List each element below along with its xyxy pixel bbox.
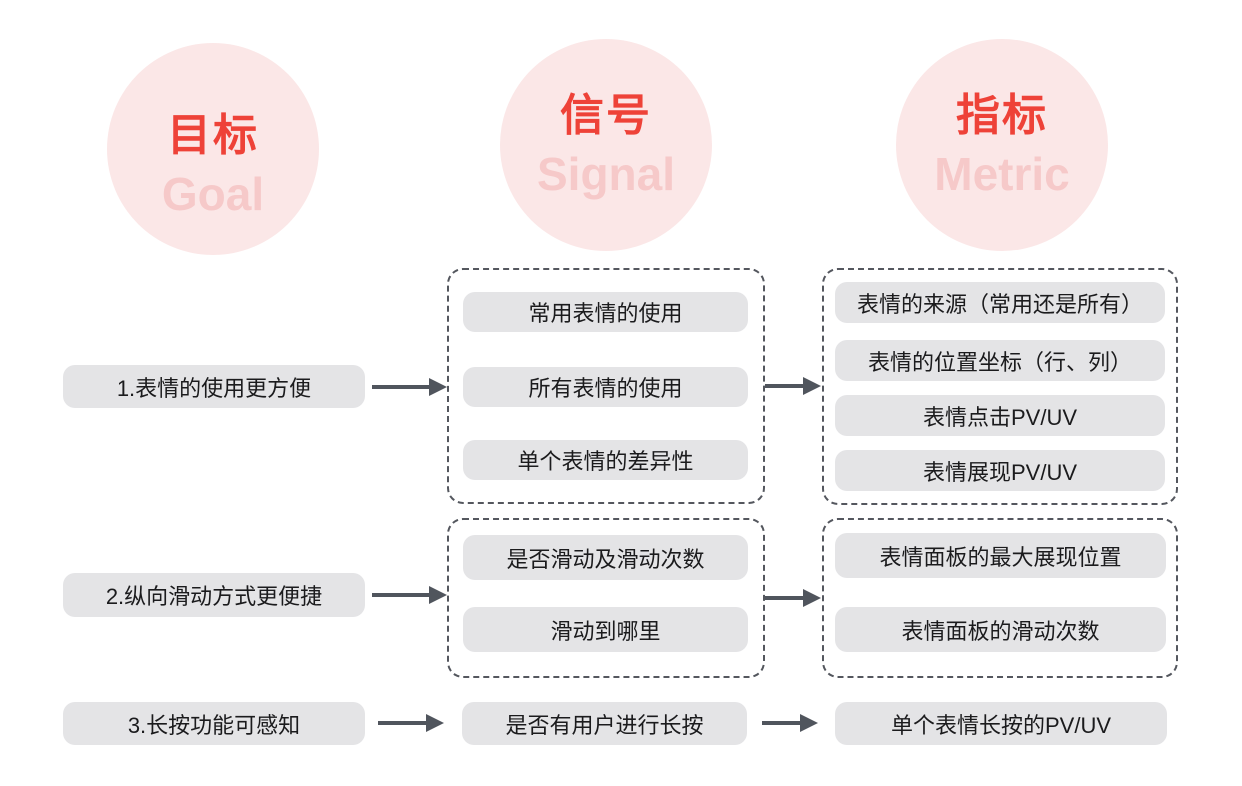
arrow-head — [426, 714, 444, 732]
arrow-icon-goal3-to-signal3 — [378, 713, 444, 733]
goal-column-title: 目标 — [167, 111, 259, 160]
arrow-head — [429, 586, 447, 604]
metric-column-title: 指标 — [956, 91, 1048, 140]
arrow-shaft — [372, 385, 429, 389]
metric-group-2 — [822, 518, 1178, 678]
signal-pill: 所有表情的使用 — [463, 367, 748, 407]
arrow-shaft — [378, 721, 426, 725]
arrow-icon-signal1-to-metric1 — [765, 376, 821, 396]
arrow-head — [803, 589, 821, 607]
signal-column-subtitle: Signal — [536, 147, 676, 200]
metric-pill: 表情点击PV/UV — [835, 395, 1165, 436]
column-header-goal: 目标 Goal — [107, 43, 319, 255]
signal-group-1 — [447, 268, 765, 504]
metric-pill: 表情展现PV/UV — [835, 450, 1165, 491]
metric-group-1 — [822, 268, 1178, 505]
arrow-icon-goal1-to-signal1 — [372, 377, 447, 397]
arrow-icon-goal2-to-signal2 — [372, 585, 447, 605]
arrow-icon-signal2-to-metric2 — [765, 588, 821, 608]
arrow-shaft — [765, 384, 803, 388]
arrow-head — [429, 378, 447, 396]
signal-column-title: 信号 — [560, 91, 652, 140]
column-header-metric: 指标 Metric — [896, 39, 1108, 251]
column-header-signal: 信号 Signal — [500, 39, 712, 251]
signal-pill: 是否有用户进行长按 — [462, 702, 747, 745]
metric-pill: 表情面板的滑动次数 — [835, 607, 1166, 652]
arrow-shaft — [762, 721, 800, 725]
signal-group-2 — [447, 518, 765, 678]
goal-2-pill: 2.纵向滑动方式更便捷 — [63, 573, 365, 617]
metric-pill: 单个表情长按的PV/UV — [835, 702, 1167, 745]
signal-pill: 是否滑动及滑动次数 — [463, 535, 748, 580]
metric-pill: 表情面板的最大展现位置 — [835, 533, 1166, 578]
arrow-shaft — [765, 596, 803, 600]
signal-pill: 常用表情的使用 — [463, 292, 748, 332]
metric-column-subtitle: Metric — [934, 147, 1070, 200]
arrow-icon-signal3-to-metric3 — [762, 713, 818, 733]
metric-pill: 表情的来源（常用还是所有） — [835, 282, 1165, 323]
goal-3-pill: 3.长按功能可感知 — [63, 702, 365, 745]
signal-pill: 滑动到哪里 — [463, 607, 748, 652]
goal-1-pill: 1.表情的使用更方便 — [63, 365, 365, 408]
arrow-head — [800, 714, 818, 732]
metric-pill: 表情的位置坐标（行、列） — [835, 340, 1165, 381]
goal-column-subtitle: Goal — [161, 167, 265, 220]
signal-pill: 单个表情的差异性 — [463, 440, 748, 480]
arrow-head — [803, 377, 821, 395]
arrow-shaft — [372, 593, 429, 597]
